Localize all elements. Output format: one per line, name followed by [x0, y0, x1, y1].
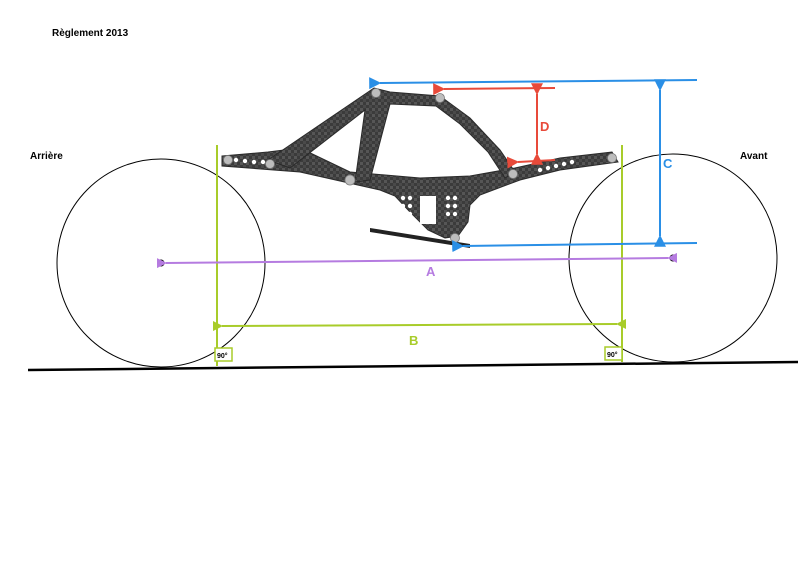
rear-label: Arrière — [30, 151, 63, 162]
top-reference-arrow — [369, 77, 698, 90]
d-top-reference-arrow — [433, 83, 556, 96]
chassis — [221, 87, 619, 248]
front-angle-label: 90° — [607, 351, 618, 359]
ground-line — [27, 360, 799, 372]
front-axle — [669, 254, 677, 262]
dimension-b-arrow — [212, 318, 627, 332]
dimension-d-label: D — [540, 119, 549, 134]
bottom-reference-arrow — [452, 240, 698, 253]
rear-angle-label: 90° — [217, 352, 228, 360]
rear-axle — [157, 259, 165, 267]
front-right-angle-box — [604, 346, 623, 361]
dimension-a-label: A — [426, 264, 436, 279]
dimension-a-arrow — [156, 252, 678, 269]
dimension-c-label: C — [663, 156, 673, 171]
front-label: Avant — [740, 151, 768, 162]
diagram-title: Règlement 2013 — [52, 28, 129, 39]
dimension-b-label: B — [409, 333, 418, 348]
rear-right-angle-box — [214, 347, 233, 362]
